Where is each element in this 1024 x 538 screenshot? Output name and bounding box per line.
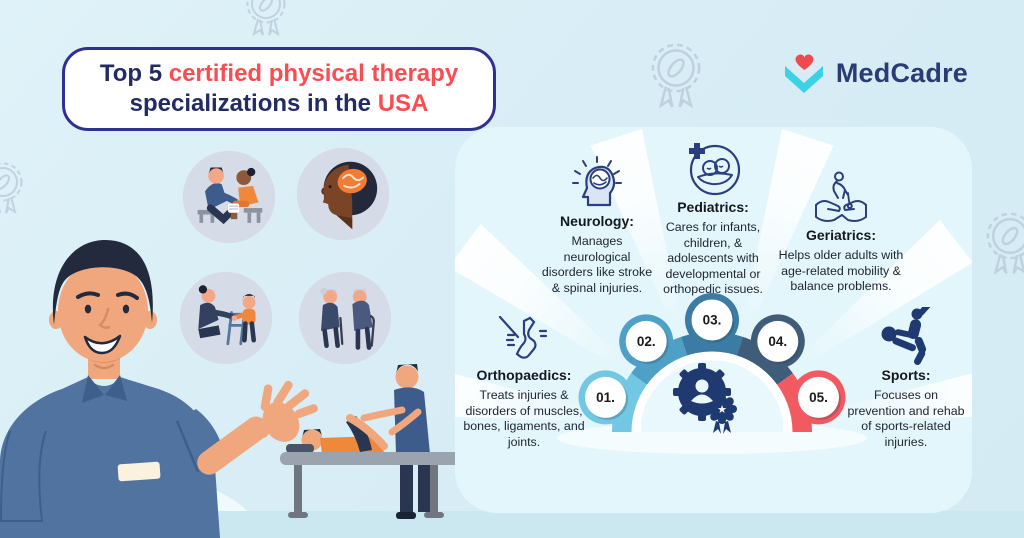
spec-block-orthopaedics: Orthopaedics: Treats injuries & disorder… [461, 313, 587, 450]
brand-logo: MedCadre [781, 52, 968, 94]
spec-block-geriatrics: Geriatrics: Helps older adults with age-… [771, 171, 911, 295]
elderly-couple-canes-illustration [298, 271, 392, 365]
gauge-number: 01. [596, 390, 615, 405]
spec-block-sports: Sports: Focuses on prevention and rehab … [845, 307, 967, 450]
physical-therapist-man-illustration [0, 240, 318, 538]
spec-name: Pediatrics: [677, 199, 749, 215]
patient-on-table-therapy-illustration [280, 364, 464, 519]
spec-description: Manages neurological disorders like stro… [541, 234, 653, 295]
elder-care-hands-icon [771, 171, 911, 225]
medal-outline-icon [651, 43, 701, 108]
gear-person-award-icon: ★ [673, 363, 737, 434]
head-profile-brain-illustration [296, 147, 390, 241]
title-box: Top 5 certified physical therapy special… [62, 47, 496, 131]
spec-name: Sports: [881, 367, 931, 383]
medal-outline-icon [246, 0, 286, 36]
gauge-number: 02. [637, 334, 656, 349]
therapist-bandaging-knee-illustration [182, 150, 276, 244]
heart-chevron-icon [784, 54, 823, 93]
soccer-player-icon [845, 307, 967, 365]
spec-name: Orthopaedics: [476, 367, 572, 383]
page-title: Top 5 certified physical therapy special… [99, 60, 459, 117]
head-brain-icon [537, 155, 657, 211]
spec-block-neurology: Neurology: Manages neurological disorder… [537, 155, 657, 296]
spec-block-pediatrics: Pediatrics: Cares for infants, children,… [649, 141, 777, 298]
svg-text:★: ★ [717, 404, 727, 416]
gauge-number: 03. [703, 313, 722, 328]
specializations-card: 01. 02. 03. 04. 05. [455, 127, 972, 513]
spec-name: Neurology: [560, 213, 634, 229]
child-walker-therapy-illustration [179, 271, 273, 365]
spec-description: Helps older adults with age-related mobi… [778, 248, 904, 293]
spec-description: Treats injuries & disorders of muscles, … [463, 388, 585, 449]
brand-name: MedCadre [835, 57, 968, 88]
specializations-gauge: 01. 02. 03. 04. 05. [557, 293, 867, 454]
spec-description: Focuses on prevention and rehab of sport… [847, 388, 965, 449]
gauge-number: 05. [809, 390, 828, 405]
spec-name: Geriatrics: [805, 227, 877, 243]
spec-description: Cares for infants, children, & adolescen… [663, 220, 763, 296]
gauge-number: 04. [768, 334, 787, 349]
knee-joint-icon [461, 313, 587, 365]
medal-outline-icon [0, 162, 23, 214]
baby-care-icon [649, 141, 777, 197]
medal-outline-icon [986, 212, 1024, 275]
